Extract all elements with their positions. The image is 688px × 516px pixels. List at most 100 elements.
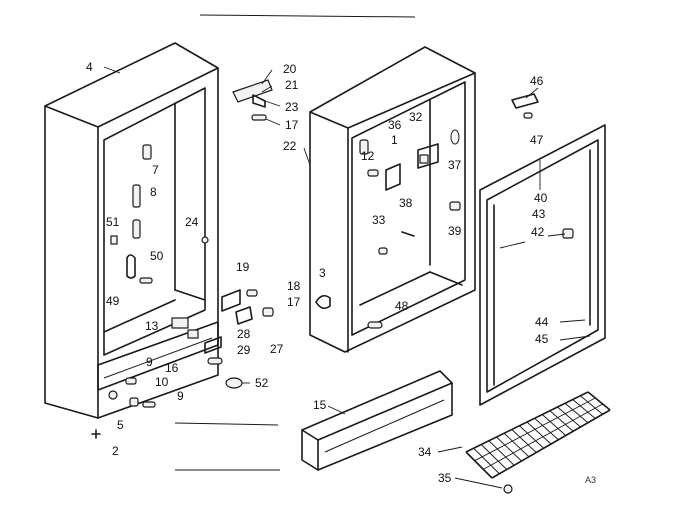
callout-29: 29 bbox=[237, 343, 251, 357]
callout-27: 27 bbox=[270, 342, 284, 356]
wire-shelf-rod bbox=[503, 432, 530, 458]
callout-8: 8 bbox=[150, 185, 157, 199]
part-13-block bbox=[171, 317, 189, 329]
callout-38: 38 bbox=[399, 196, 413, 210]
callout-47: 47 bbox=[530, 133, 544, 147]
left-cabinet bbox=[44, 42, 219, 439]
part-51-clip bbox=[110, 235, 118, 245]
wire-shelf-rod bbox=[519, 425, 544, 449]
part-50-pin bbox=[139, 277, 153, 284]
wire-shelf-rod bbox=[549, 410, 574, 432]
wire-shelf-rod bbox=[511, 429, 537, 453]
callout-44: 44 bbox=[535, 315, 549, 329]
callout-32: 32 bbox=[409, 110, 423, 124]
callout-7: 7 bbox=[152, 163, 159, 177]
part-32-thermostat bbox=[417, 143, 439, 169]
callout-40: 40 bbox=[534, 191, 548, 205]
part-3-hinge bbox=[315, 294, 331, 310]
part-8-strip bbox=[132, 184, 141, 208]
callout-12: 12 bbox=[361, 149, 375, 163]
part-37-knob bbox=[450, 129, 460, 145]
inner-liner bbox=[309, 46, 476, 353]
part-39-clip bbox=[449, 201, 461, 211]
callout-4: 4 bbox=[86, 60, 93, 74]
callout-42: 42 bbox=[531, 225, 545, 239]
callout-24: 24 bbox=[185, 215, 199, 229]
part-10-screw bbox=[125, 377, 137, 385]
part-49-hinge bbox=[126, 254, 136, 279]
wire-shelf-rod bbox=[474, 397, 596, 462]
door-gasket-frame bbox=[479, 124, 606, 406]
callout-19: 19 bbox=[236, 260, 250, 274]
wire-shelf-rod bbox=[564, 402, 589, 424]
callout-51: 51 bbox=[106, 215, 120, 229]
bottom-rule-1 bbox=[174, 422, 279, 426]
callout-16: 16 bbox=[165, 361, 179, 375]
wire-shelf-rod bbox=[587, 391, 611, 411]
callout-50: 50 bbox=[150, 249, 164, 263]
hinge-parts-bottom bbox=[204, 289, 274, 389]
part-8b-strip bbox=[132, 219, 141, 239]
part-16-clip bbox=[187, 329, 199, 339]
part-24-screw bbox=[201, 236, 209, 244]
wire-shelf-rod bbox=[572, 399, 596, 419]
part-35-roller bbox=[503, 484, 513, 494]
part-9-nut bbox=[129, 397, 139, 407]
wire-shelf-rod bbox=[483, 403, 603, 470]
part-48 bbox=[367, 321, 383, 329]
hinge-parts-right bbox=[511, 93, 539, 119]
callout-20: 20 bbox=[283, 62, 297, 76]
part-1-control-box bbox=[385, 163, 401, 191]
callout-23: 23 bbox=[285, 100, 299, 114]
callout-48: 48 bbox=[395, 299, 409, 313]
callout-34: 34 bbox=[418, 445, 432, 459]
callout-17-top: 17 bbox=[285, 118, 299, 132]
corner-mark: A3 bbox=[585, 475, 596, 485]
part-38-screw bbox=[401, 231, 415, 237]
part-12 bbox=[359, 139, 369, 155]
wire-shelf-rod bbox=[580, 395, 603, 415]
wire-shelf-rod bbox=[480, 444, 508, 470]
callout-15: 15 bbox=[313, 398, 327, 412]
callout-37: 37 bbox=[448, 158, 462, 172]
callout-1: 1 bbox=[391, 133, 398, 147]
callout-5: 5 bbox=[117, 418, 124, 432]
wire-shelf-rod bbox=[526, 421, 552, 445]
part-2-leg bbox=[91, 429, 101, 439]
wire-shelf-rod bbox=[541, 414, 567, 436]
callout-17-bottom: 17 bbox=[287, 295, 301, 309]
part-43-screw bbox=[562, 228, 574, 239]
callout-13: 13 bbox=[145, 319, 159, 333]
callout-18: 18 bbox=[287, 279, 301, 293]
callout-45: 45 bbox=[535, 332, 549, 346]
part-5-leveler bbox=[108, 390, 118, 400]
part-7-bracket bbox=[142, 144, 152, 160]
callout-36: 36 bbox=[388, 118, 402, 132]
callout-49: 49 bbox=[106, 294, 120, 308]
callout-46: 46 bbox=[530, 74, 544, 88]
wire-shelf bbox=[465, 391, 611, 479]
callout-33: 33 bbox=[372, 213, 386, 227]
callout-35: 35 bbox=[438, 471, 452, 485]
callout-43: 43 bbox=[532, 207, 546, 221]
leader-lines bbox=[103, 66, 591, 489]
top-rule bbox=[199, 14, 416, 18]
wire-shelf-rod bbox=[465, 451, 493, 479]
door-shelf bbox=[301, 370, 453, 471]
wire-shelf-rod bbox=[473, 447, 500, 475]
callout-2: 2 bbox=[112, 444, 119, 458]
part-9b-screw bbox=[142, 401, 156, 408]
wire-shelf-rod bbox=[488, 440, 515, 466]
callout-10: 10 bbox=[155, 375, 169, 389]
wire-shelf-rod bbox=[534, 417, 559, 441]
hinge-parts-top bbox=[232, 79, 273, 121]
part-52-grommet bbox=[225, 377, 243, 389]
callout-9-lower: 9 bbox=[177, 389, 184, 403]
callout-52: 52 bbox=[255, 376, 269, 390]
part-33 bbox=[378, 247, 388, 255]
wire-shelf-rod bbox=[496, 436, 522, 462]
callout-21: 21 bbox=[285, 78, 299, 92]
callout-22: 22 bbox=[283, 139, 297, 153]
